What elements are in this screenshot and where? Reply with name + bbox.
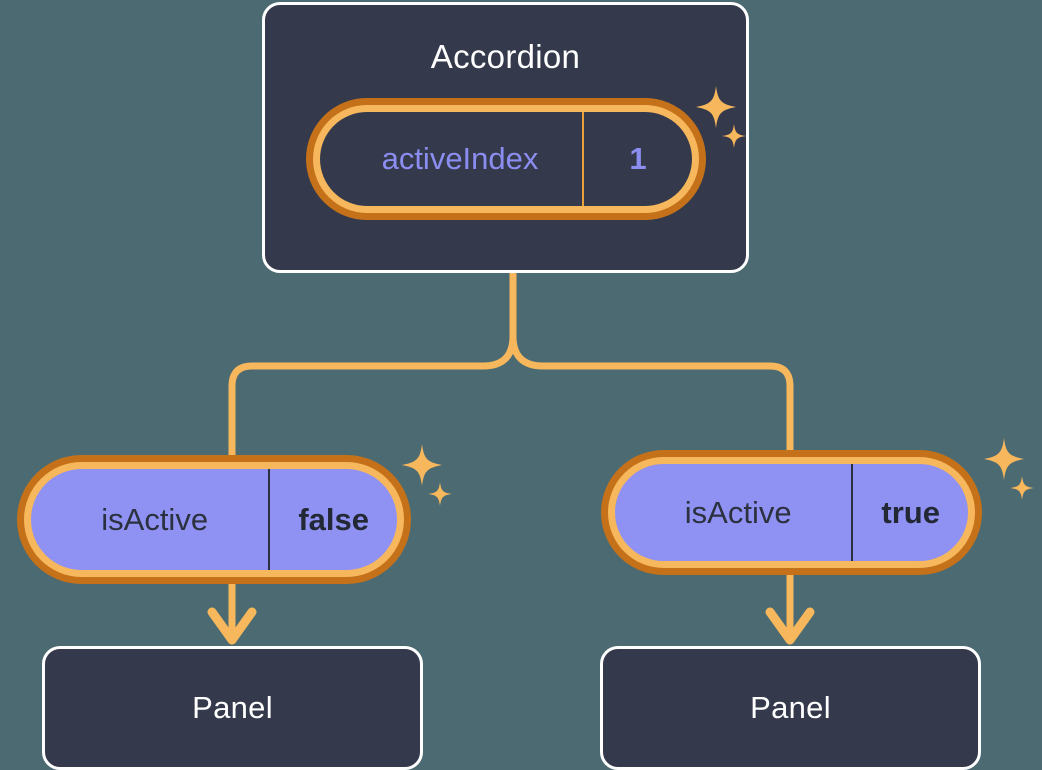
prop-chip-is-active-true[interactable]: isActive true	[601, 450, 982, 575]
prop-chip-body-right: isActive true	[615, 464, 968, 561]
sparkle-icon-small	[1010, 476, 1034, 500]
node-panel-right-title: Panel	[750, 690, 831, 725]
state-chip-active-index[interactable]: activeIndex 1	[306, 98, 706, 220]
arrowhead-right-icon	[765, 607, 815, 645]
node-accordion-title: Accordion	[430, 38, 581, 75]
prop-chip-ring-right: isActive true	[608, 457, 975, 568]
prop-chip-is-active-false[interactable]: isActive false	[17, 455, 411, 584]
sparkle-group-right	[982, 436, 1042, 511]
prop-chip-key-left: isActive	[101, 501, 209, 537]
state-chip-value: 1	[582, 112, 692, 206]
prop-chip-value-left: false	[268, 469, 397, 570]
state-chip-body: activeIndex 1	[320, 112, 692, 206]
sparkle-icon	[402, 444, 442, 486]
node-panel-left[interactable]: Panel	[42, 646, 423, 770]
sparkle-icon	[984, 438, 1024, 480]
prop-chip-body-left: isActive false	[31, 469, 397, 570]
prop-chip-ring-left: isActive false	[24, 462, 404, 577]
node-panel-right[interactable]: Panel	[600, 646, 981, 770]
sparkle-icon-small	[428, 482, 452, 506]
wire-to-right-chip	[509, 332, 794, 462]
prop-chip-value-right: true	[851, 464, 968, 561]
wire-to-left-chip	[228, 332, 517, 466]
state-chip-ring: activeIndex 1	[313, 105, 699, 213]
state-chip-key: activeIndex	[381, 141, 539, 176]
arrowhead-left-icon	[207, 607, 257, 645]
node-panel-left-title: Panel	[192, 690, 273, 725]
prop-chip-key-right: isActive	[684, 494, 792, 530]
